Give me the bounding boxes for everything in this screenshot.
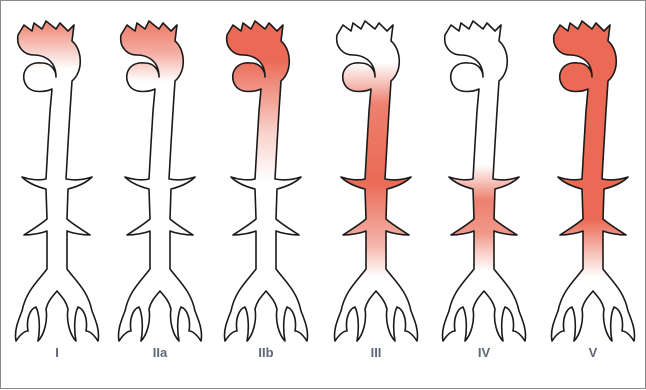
label-type-i: I xyxy=(55,345,59,360)
aorta-outline-type-iv xyxy=(442,21,525,341)
aorta-outline-type-v xyxy=(551,21,634,341)
aorta-type-iii xyxy=(334,21,417,341)
label-type-iib: IIb xyxy=(258,345,273,360)
aorta-type-i xyxy=(15,21,98,341)
label-type-iia: IIa xyxy=(153,345,168,360)
aorta-outline-type-i xyxy=(15,21,98,341)
label-type-iii: III xyxy=(371,345,382,360)
aorta-type-iia xyxy=(118,21,201,341)
aorta-type-v xyxy=(551,21,634,341)
aorta-outline-type-iii xyxy=(334,21,417,341)
aorta-outline-type-iib xyxy=(224,21,307,341)
aorta-outline-type-iia xyxy=(118,21,201,341)
aorta-type-iib xyxy=(224,21,307,341)
aorta-type-iv xyxy=(442,21,525,341)
label-type-v: V xyxy=(589,345,598,360)
label-type-iv: IV xyxy=(478,345,491,360)
